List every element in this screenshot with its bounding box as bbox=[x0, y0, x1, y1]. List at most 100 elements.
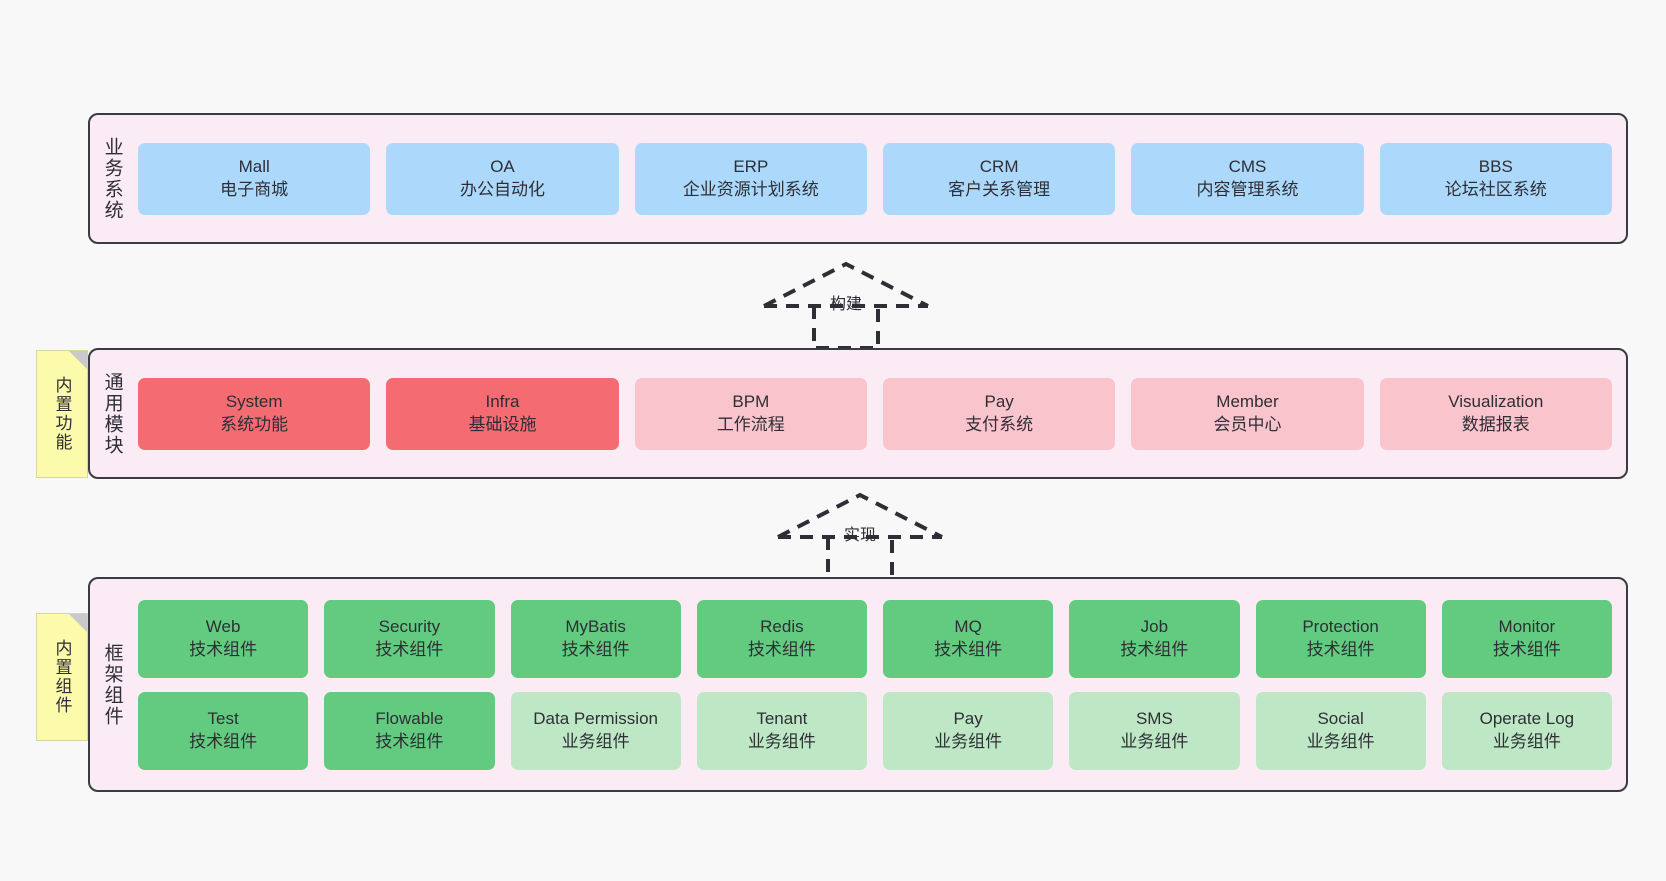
layer-business-body: Mall 电子商城 OA 办公自动化 ERP 企业资源计划系统 CRM 客户关系… bbox=[134, 115, 1626, 242]
card-desc: 技术组件 bbox=[189, 731, 258, 751]
card-test[interactable]: Test 技术组件 bbox=[138, 691, 309, 770]
card-desc: 技术组件 bbox=[375, 731, 444, 751]
card-security[interactable]: Security 技术组件 bbox=[324, 599, 495, 678]
note-builtin-component: 内置组件 bbox=[36, 613, 88, 741]
card-system[interactable]: System 系统功能 bbox=[138, 377, 371, 450]
card-cms[interactable]: CMS 内容管理系统 bbox=[1131, 142, 1364, 215]
card-monitor[interactable]: Monitor 技术组件 bbox=[1441, 599, 1612, 678]
connector-realize-arrow: 实现 bbox=[770, 489, 950, 581]
connector-build-label: 构建 bbox=[829, 296, 863, 313]
card-desc: 业务组件 bbox=[747, 731, 816, 751]
card-title: Mall bbox=[238, 157, 270, 177]
card-desc: 业务组件 bbox=[1306, 731, 1375, 751]
card-title: Tenant bbox=[756, 709, 808, 729]
note-label: 内置功能 bbox=[52, 376, 72, 452]
card-sms[interactable]: SMS 业务组件 bbox=[1069, 691, 1240, 770]
framework-biz-row: Test 技术组件 Flowable 技术组件 Data Permission … bbox=[138, 691, 1612, 770]
card-data-permission[interactable]: Data Permission 业务组件 bbox=[510, 691, 681, 770]
card-desc: 会员中心 bbox=[1213, 414, 1282, 434]
layer-common-modules: 通用模块 System 系统功能 Infra 基础设施 BPM 工作流程 Pay… bbox=[88, 348, 1628, 479]
card-title: Protection bbox=[1302, 617, 1379, 637]
card-mq[interactable]: MQ 技术组件 bbox=[883, 599, 1054, 678]
card-job[interactable]: Job 技术组件 bbox=[1069, 599, 1240, 678]
card-mall[interactable]: Mall 电子商城 bbox=[138, 142, 371, 215]
card-web[interactable]: Web 技术组件 bbox=[138, 599, 309, 678]
layer-framework-components: 框架组件 Web 技术组件 Security 技术组件 MyBatis 技术组件… bbox=[88, 577, 1628, 792]
card-desc: 客户关系管理 bbox=[948, 179, 1051, 199]
card-title: Pay bbox=[984, 392, 1014, 412]
card-desc: 业务组件 bbox=[934, 731, 1003, 751]
note-builtin-function: 内置功能 bbox=[36, 350, 88, 478]
card-desc: 技术组件 bbox=[747, 639, 816, 659]
card-pay-component[interactable]: Pay 业务组件 bbox=[883, 691, 1054, 770]
card-title: Social bbox=[1317, 709, 1364, 729]
card-protection[interactable]: Protection 技术组件 bbox=[1255, 599, 1426, 678]
card-desc: 办公自动化 bbox=[459, 179, 545, 199]
card-desc: 技术组件 bbox=[1306, 639, 1375, 659]
card-member[interactable]: Member 会员中心 bbox=[1131, 377, 1364, 450]
card-title: Web bbox=[205, 617, 241, 637]
card-flowable[interactable]: Flowable 技术组件 bbox=[324, 691, 495, 770]
card-desc: 业务组件 bbox=[1120, 731, 1189, 751]
card-title: CMS bbox=[1228, 157, 1267, 177]
card-title: Member bbox=[1216, 392, 1279, 412]
card-title: Redis bbox=[760, 617, 804, 637]
card-crm[interactable]: CRM 客户关系管理 bbox=[882, 142, 1116, 215]
card-social[interactable]: Social 业务组件 bbox=[1255, 691, 1426, 770]
card-title: Monitor bbox=[1498, 617, 1556, 637]
card-desc: 论坛社区系统 bbox=[1444, 179, 1547, 199]
layer-framework-body: Web 技术组件 Security 技术组件 MyBatis 技术组件 Redi… bbox=[134, 579, 1626, 790]
card-erp[interactable]: ERP 企业资源计划系统 bbox=[634, 142, 867, 215]
card-bpm[interactable]: BPM 工作流程 bbox=[634, 377, 867, 450]
layer-business-systems: 业务系统 Mall 电子商城 OA 办公自动化 ERP 企业资源计划系统 CRM… bbox=[88, 113, 1628, 244]
card-title: System bbox=[225, 392, 283, 412]
layer-common-body: System 系统功能 Infra 基础设施 BPM 工作流程 Pay 支付系统… bbox=[134, 350, 1626, 477]
card-desc: 技术组件 bbox=[1492, 639, 1561, 659]
card-title: ERP bbox=[733, 157, 769, 177]
card-title: Pay bbox=[953, 709, 983, 729]
card-desc: 技术组件 bbox=[934, 639, 1003, 659]
card-infra[interactable]: Infra 基础设施 bbox=[386, 377, 619, 450]
card-desc: 电子商城 bbox=[220, 179, 289, 199]
card-title: CRM bbox=[979, 157, 1019, 177]
connector-realize-label: 实现 bbox=[843, 527, 877, 544]
card-desc: 工作流程 bbox=[716, 414, 785, 434]
card-bbs[interactable]: BBS 论坛社区系统 bbox=[1379, 142, 1612, 215]
card-operate-log[interactable]: Operate Log 业务组件 bbox=[1441, 691, 1612, 770]
card-desc: 业务组件 bbox=[561, 731, 630, 751]
card-desc: 内容管理系统 bbox=[1196, 179, 1299, 199]
card-title: BBS bbox=[1478, 157, 1513, 177]
card-title: SMS bbox=[1135, 709, 1173, 729]
card-title: Visualization bbox=[1448, 392, 1544, 412]
card-tenant[interactable]: Tenant 业务组件 bbox=[696, 691, 867, 770]
card-oa[interactable]: OA 办公自动化 bbox=[386, 142, 619, 215]
card-visualization[interactable]: Visualization 数据报表 bbox=[1379, 377, 1612, 450]
layer-framework-title: 框架组件 bbox=[101, 642, 123, 727]
card-title: OA bbox=[490, 157, 515, 177]
note-label: 内置组件 bbox=[52, 639, 72, 715]
card-title: Operate Log bbox=[1479, 709, 1575, 729]
card-desc: 技术组件 bbox=[375, 639, 444, 659]
note-fold-corner-icon bbox=[69, 614, 87, 632]
layer-common-title: 通用模块 bbox=[101, 371, 123, 456]
card-title: BPM bbox=[732, 392, 770, 412]
card-title: Flowable bbox=[375, 709, 444, 729]
card-redis[interactable]: Redis 技术组件 bbox=[696, 599, 867, 678]
card-desc: 数据报表 bbox=[1461, 414, 1530, 434]
card-desc: 业务组件 bbox=[1492, 731, 1561, 751]
card-title: MyBatis bbox=[565, 617, 626, 637]
card-title: Security bbox=[378, 617, 441, 637]
card-pay[interactable]: Pay 支付系统 bbox=[882, 377, 1116, 450]
framework-tech-row: Web 技术组件 Security 技术组件 MyBatis 技术组件 Redi… bbox=[138, 599, 1612, 678]
connector-build-arrow: 构建 bbox=[756, 258, 936, 350]
card-desc: 支付系统 bbox=[965, 414, 1034, 434]
card-title: Job bbox=[1140, 617, 1169, 637]
card-mybatis[interactable]: MyBatis 技术组件 bbox=[510, 599, 681, 678]
card-desc: 技术组件 bbox=[1120, 639, 1189, 659]
card-title: Test bbox=[207, 709, 239, 729]
common-card-row: System 系统功能 Infra 基础设施 BPM 工作流程 Pay 支付系统… bbox=[138, 377, 1612, 450]
card-desc: 技术组件 bbox=[189, 639, 258, 659]
layer-business-title: 业务系统 bbox=[101, 136, 123, 221]
card-desc: 企业资源计划系统 bbox=[682, 179, 819, 199]
